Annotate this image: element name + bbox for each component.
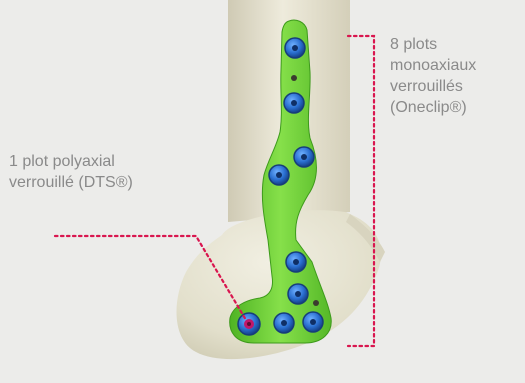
screw-icon	[303, 312, 323, 332]
label-line: verrouillé (DTS®)	[9, 172, 133, 193]
label-line: (Oneclip®)	[390, 97, 476, 118]
screw-icon	[286, 252, 306, 272]
screw-icon	[284, 93, 304, 113]
polyaxial-screw-icon	[238, 313, 260, 335]
screw-icon	[294, 147, 314, 167]
label-line: 8 plots	[390, 34, 476, 55]
monoaxial-screws-label: 8 plots monoaxiaux verrouillés (Oneclip®…	[390, 34, 476, 118]
label-line: monoaxiaux	[390, 55, 476, 76]
polyaxial-screw-label: 1 plot polyaxial verrouillé (DTS®)	[9, 151, 133, 193]
screw-icon	[288, 284, 308, 304]
label-line: verrouillés	[390, 76, 476, 97]
label-line: 1 plot polyaxial	[9, 151, 133, 172]
screw-icon	[285, 38, 305, 58]
screw-icon	[274, 313, 294, 333]
screw-icon	[269, 165, 289, 185]
